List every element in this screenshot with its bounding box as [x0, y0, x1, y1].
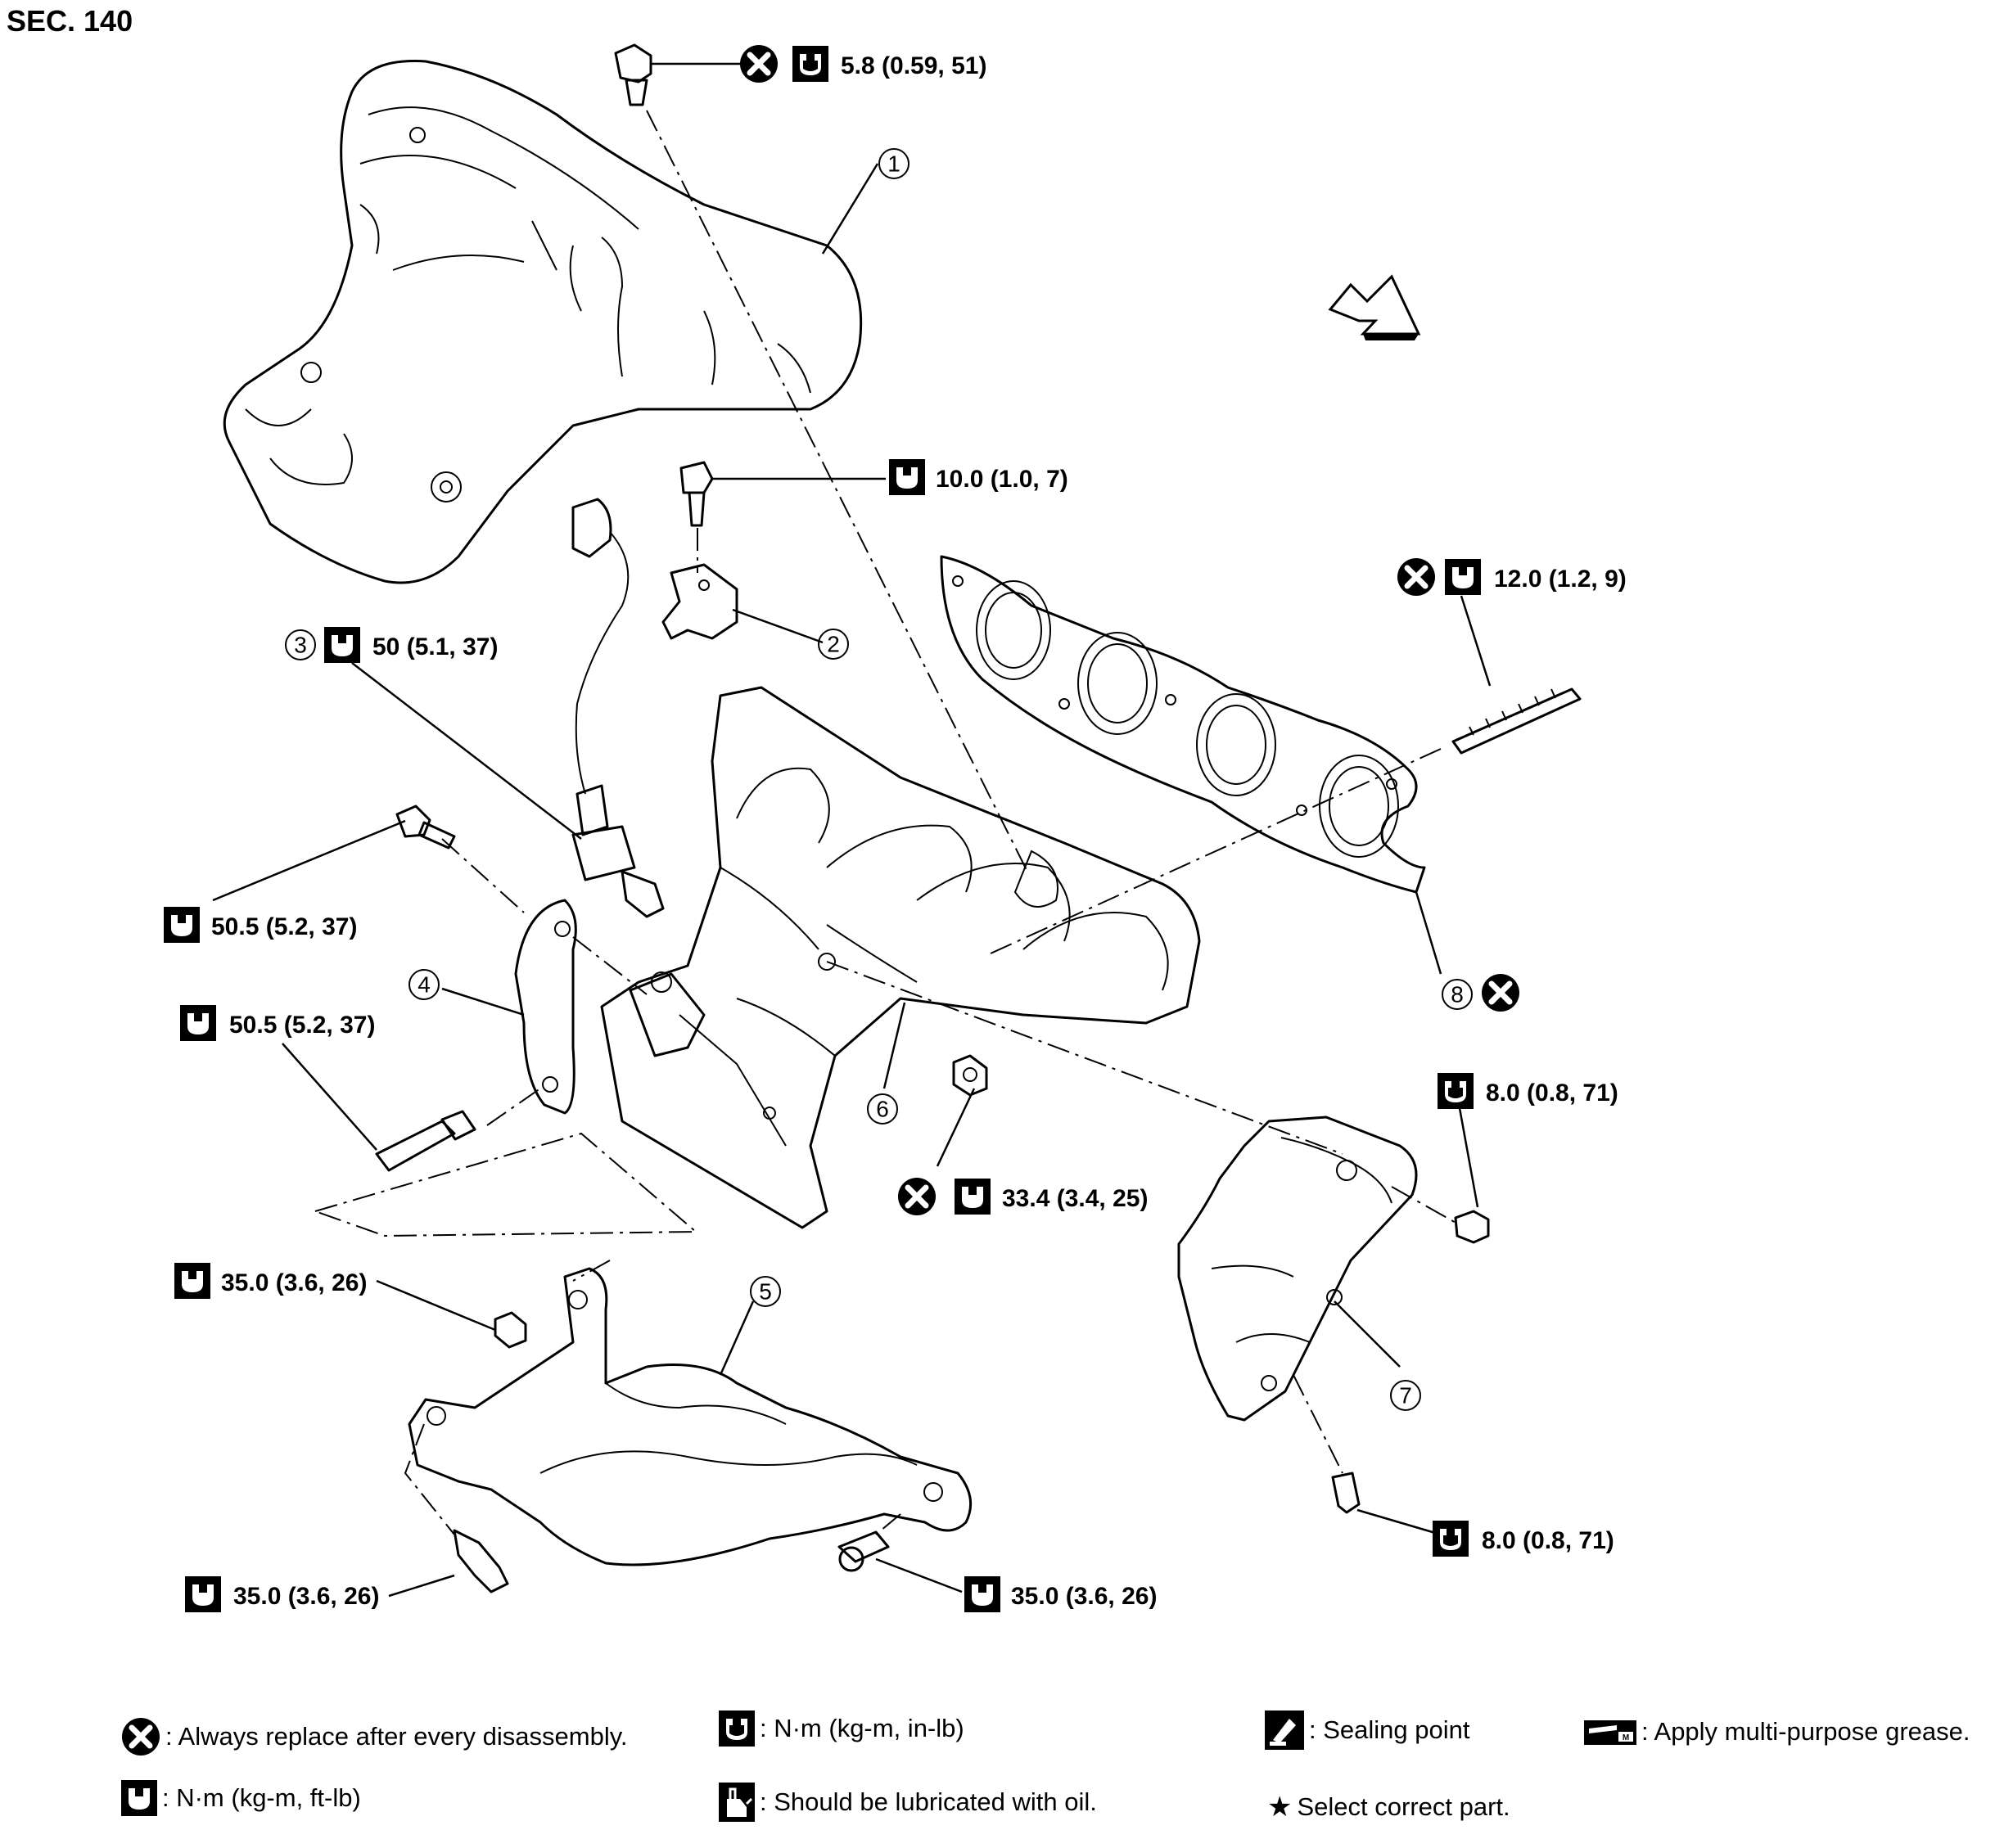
- torque-wrench-outline-icon: [174, 1263, 210, 1299]
- x-circle-icon: [1397, 558, 1435, 596]
- bracket: [661, 563, 738, 640]
- legend-nm-inlb: : N·m (kg-m, in-lb): [719, 1711, 964, 1747]
- legend-select: ★ Select correct part.: [1267, 1791, 1510, 1823]
- legend-nm-ftlb-text: : N·m (kg-m, ft-lb): [162, 1783, 361, 1812]
- x-circle-icon: [1482, 974, 1519, 1012]
- callout-part-2: 2: [818, 629, 849, 660]
- legend-oil-text: : Should be lubricated with oil.: [760, 1787, 1097, 1816]
- legend-oil: : Should be lubricated with oil.: [719, 1783, 1097, 1822]
- torque-cover-upper: 8.0 (0.8, 71): [1486, 1080, 1618, 1107]
- x-circle-icon: [740, 45, 778, 83]
- callout-part-6: 6: [867, 1093, 898, 1125]
- callout-part-7: 7: [1390, 1380, 1421, 1411]
- stay-stud: [375, 1110, 476, 1172]
- torque-wrench-outline-icon: [164, 907, 200, 943]
- torque-shield-bolt-left: 35.0 (3.6, 26): [233, 1583, 379, 1610]
- torque-stay-bolt: 50.5 (5.2, 37): [211, 913, 357, 940]
- sealant-tube-icon: [1265, 1711, 1304, 1750]
- svg-text:M: M: [1623, 1733, 1629, 1742]
- torque-wrench-outline-icon: [121, 1780, 157, 1816]
- callout-part-8: 8: [1442, 979, 1473, 1010]
- exhaust-manifold: [600, 686, 1201, 1229]
- torque-cover-lower: 8.0 (0.8, 71): [1482, 1527, 1614, 1554]
- torque-sensor: 50 (5.1, 37): [372, 633, 498, 660]
- legend-sealing: : Sealing point: [1265, 1711, 1469, 1750]
- callout-part-3: 3: [285, 629, 316, 660]
- alignment-lines: [312, 110, 1458, 1535]
- torque-wrench-outline-icon: [185, 1576, 221, 1612]
- leader-lines: [212, 62, 1492, 1598]
- upper-heat-shield: [223, 59, 863, 584]
- top-bolt: [614, 43, 652, 106]
- torque-stud: 12.0 (1.2, 9): [1494, 566, 1627, 593]
- svg-text:1: 1: [887, 151, 900, 177]
- callout-part-1: 1: [878, 148, 909, 179]
- torque-stay-stud: 50.5 (5.2, 37): [229, 1012, 375, 1039]
- shield-bolt-right: [837, 1530, 890, 1572]
- legend-replace: : Always replace after every disassembly…: [121, 1717, 628, 1756]
- callout-part-5: 5: [750, 1276, 781, 1307]
- x-circle-icon: [898, 1178, 936, 1215]
- torque-wrench-outline-icon: [180, 1005, 216, 1041]
- oxygen-sensor: [571, 498, 665, 918]
- torque-wrench-outline-icon: [955, 1179, 991, 1215]
- svg-text:3: 3: [294, 633, 307, 658]
- legend-select-text: Select correct part.: [1297, 1792, 1510, 1821]
- torque-wrench-filled-icon: [792, 46, 828, 82]
- legend-sealing-text: : Sealing point: [1309, 1715, 1470, 1744]
- lower-heat-shield: [408, 1267, 973, 1566]
- shield-bolt-left: [453, 1529, 509, 1593]
- legend-replace-text: : Always replace after every disassembly…: [165, 1722, 628, 1751]
- legend-nm-ftlb: : N·m (kg-m, ft-lb): [121, 1780, 361, 1816]
- torque-manifold-nut: 33.4 (3.4, 25): [1002, 1185, 1148, 1212]
- cover-bolt-lower: [1331, 1472, 1361, 1514]
- exhaust-manifold-gasket: [940, 555, 1426, 894]
- stay-bolt-upper: [395, 805, 456, 850]
- manifold-cover: [1177, 1116, 1418, 1422]
- torque-wrench-outline-icon: [324, 627, 360, 663]
- torque-wrench-filled-icon: [1438, 1073, 1474, 1109]
- svg-text:7: 7: [1399, 1383, 1412, 1409]
- grease-gun-icon: M: [1584, 1720, 1636, 1745]
- star-icon: ★: [1267, 1792, 1293, 1823]
- manifold-stay: [514, 899, 577, 1115]
- cover-bolt-upper: [1454, 1210, 1490, 1244]
- torque-shield-nut: 35.0 (3.6, 26): [221, 1269, 367, 1296]
- svg-text:2: 2: [827, 632, 840, 657]
- bracket-bolt: [679, 461, 714, 527]
- manifold-nut: [952, 1054, 988, 1097]
- torque-wrench-filled-icon: [1433, 1521, 1469, 1557]
- torque-bracket-bolt: 10.0 (1.0, 7): [936, 466, 1068, 493]
- torque-wrench-outline-icon: [889, 459, 925, 495]
- torque-wrench-filled-icon: [719, 1711, 755, 1747]
- callout-part-4: 4: [408, 969, 440, 1000]
- oil-can-icon: [719, 1783, 755, 1822]
- manifold-stud: [1451, 687, 1582, 755]
- torque-wrench-outline-icon: [1445, 559, 1481, 595]
- torque-shield-bolt-right: 35.0 (3.6, 26): [1011, 1583, 1157, 1610]
- legend-grease: M : Apply multi-purpose grease.: [1584, 1717, 1970, 1747]
- section-title: SEC. 140: [7, 4, 133, 38]
- legend-nm-inlb-text: : N·m (kg-m, in-lb): [760, 1714, 964, 1742]
- svg-text:8: 8: [1451, 982, 1464, 1007]
- legend-grease-text: : Apply multi-purpose grease.: [1641, 1717, 1970, 1746]
- torque-top-bolt: 5.8 (0.59, 51): [841, 52, 986, 79]
- svg-text:6: 6: [876, 1097, 889, 1122]
- x-circle-icon: [121, 1717, 160, 1756]
- shield-nut: [494, 1311, 527, 1349]
- front-direction-arrow-icon: [1328, 274, 1421, 340]
- svg-text:5: 5: [759, 1279, 772, 1305]
- svg-text:4: 4: [418, 972, 431, 998]
- torque-wrench-outline-icon: [964, 1576, 1000, 1612]
